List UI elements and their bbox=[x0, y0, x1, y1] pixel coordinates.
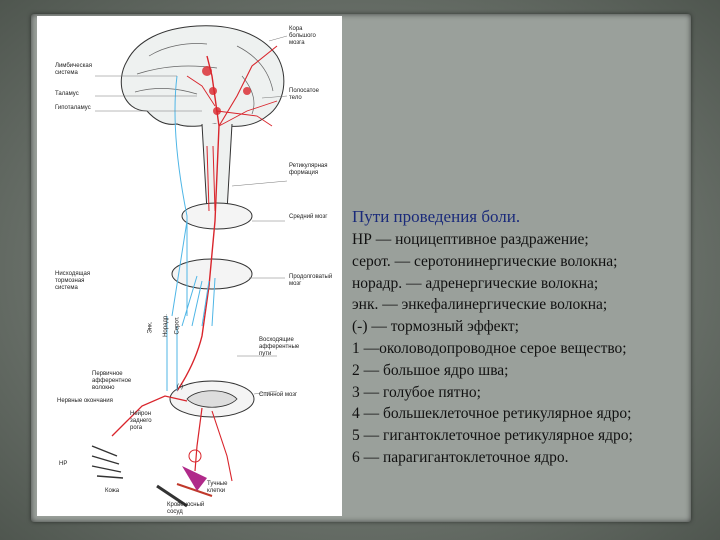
legend-line: 5 — гигантоклеточное ретикулярное ядро; bbox=[352, 425, 692, 447]
label-cortex: Кора большого мозга bbox=[289, 26, 316, 47]
label-fiber-enk: Энк. bbox=[147, 322, 154, 334]
legend-line: серот. — серотонинергические волокна; bbox=[352, 251, 692, 273]
legend-line: норадр. — адренергические волокна; bbox=[352, 273, 692, 295]
legend-line: (-) — тормозный эффект; bbox=[352, 316, 692, 338]
legend-line: 6 — парагигантоклеточное ядро. bbox=[352, 447, 692, 469]
legend-line: 1 —околоводопроводное серое вещество; bbox=[352, 338, 692, 360]
label-nerve-ending: Нервные окончания bbox=[57, 398, 113, 405]
label-skin: Кожа bbox=[105, 488, 119, 495]
label-medulla: Продолговатый мозг bbox=[289, 274, 332, 288]
label-hypothalamus: Гипоталамус bbox=[55, 105, 91, 112]
label-spinal-cord: Спинной мозг bbox=[259, 392, 297, 399]
label-striatum: Полосатое тело bbox=[289, 88, 319, 102]
legend-line: 3 — голубое пятно; bbox=[352, 382, 692, 404]
legend-line: НР — ноцицептивное раздражение; bbox=[352, 229, 692, 251]
label-fiber-noradr: Норадр. bbox=[163, 314, 170, 337]
label-np: НР bbox=[59, 461, 67, 468]
label-ascending: Восходящие афферентные пути bbox=[259, 337, 299, 358]
label-fiber-serot: Серот. bbox=[174, 317, 181, 335]
legend-line: энк. — энкефалинергические волокна; bbox=[352, 294, 692, 316]
label-thalamus: Таламус bbox=[55, 91, 79, 98]
legend-text: Пути проведения боли. НР — ноцицептивное… bbox=[352, 205, 692, 469]
label-mast-cell: Тучные клетки bbox=[207, 481, 227, 495]
label-dorsal-root: Нейрон заднего рога bbox=[130, 411, 152, 432]
legend-line: 4 — большеклеточное ретикулярное ядро; bbox=[352, 403, 692, 425]
pain-pathway-figure: Кора большого мозга Лимбическая система … bbox=[37, 16, 342, 516]
label-capillary: Кровеносный сосуд bbox=[167, 502, 204, 516]
label-limbic: Лимбическая система bbox=[55, 63, 92, 77]
label-descending: Нисходящая тормозная система bbox=[55, 271, 90, 292]
label-minus: (-) bbox=[177, 384, 183, 391]
label-midbrain: Средний мозг bbox=[289, 214, 327, 221]
legend-line: 2 — большое ядро шва; bbox=[352, 360, 692, 382]
page-title: Пути проведения боли. bbox=[352, 205, 692, 229]
label-primary-afferent: Первичное афферентное волокно bbox=[92, 371, 131, 392]
label-reticular: Ретикулярная формация bbox=[289, 163, 328, 177]
